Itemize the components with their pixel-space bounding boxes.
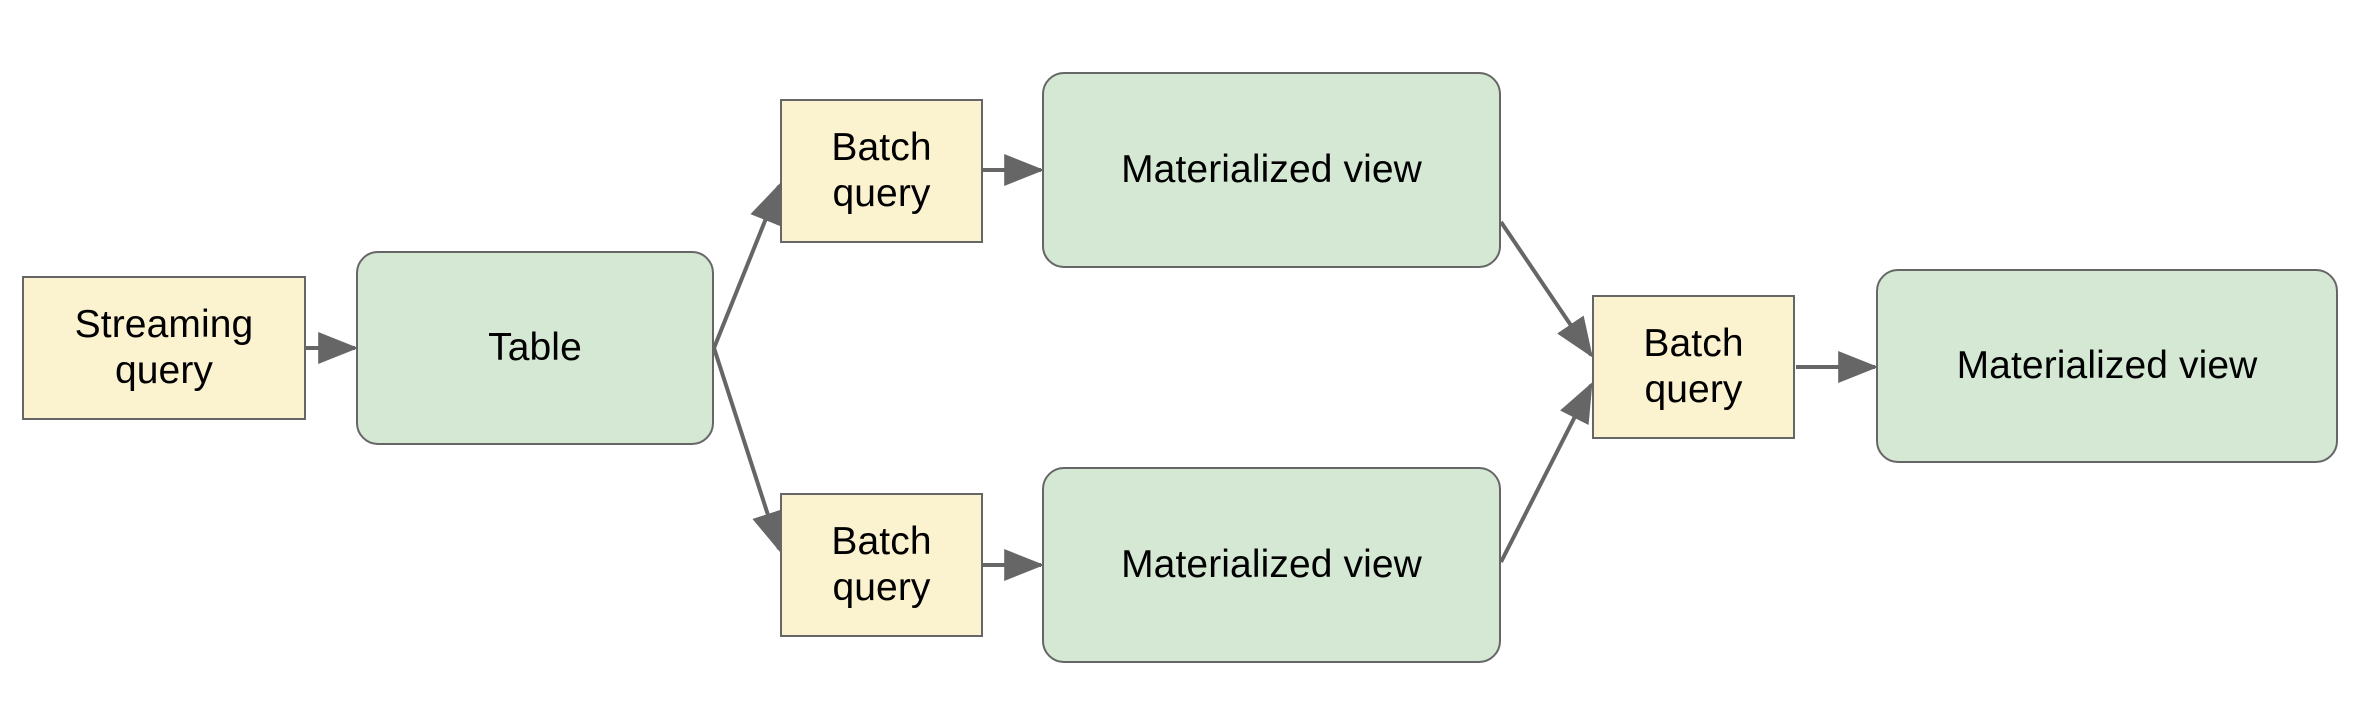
edge-materialized-view-bottom-to-batch-query-merge: [1499, 382, 1593, 563]
node-materialized-view-bottom[interactable]: Materialized view: [1042, 467, 1501, 663]
node-batch-query-merge-label: Batch query: [1643, 321, 1744, 411]
node-materialized-view-top-label: Materialized view: [1121, 147, 1422, 191]
edge-table-to-batch-query-top: [712, 183, 781, 349]
edge-materialized-view-top-to-batch-query-merge: [1499, 220, 1593, 358]
node-batch-query-bottom-label: Batch query: [831, 519, 932, 609]
node-table[interactable]: Table: [356, 251, 714, 445]
node-batch-query-top[interactable]: Batch query: [780, 99, 983, 243]
node-streaming-query[interactable]: Streaming query: [22, 276, 306, 420]
node-batch-query-merge[interactable]: Batch query: [1592, 295, 1795, 439]
node-materialized-view-right-label: Materialized view: [1956, 343, 2258, 387]
node-materialized-view-bottom-label: Materialized view: [1121, 542, 1422, 586]
node-materialized-view-right[interactable]: Materialized view: [1876, 269, 2338, 463]
node-batch-query-top-label: Batch query: [831, 125, 932, 215]
node-table-label: Table: [488, 325, 582, 369]
node-materialized-view-top[interactable]: Materialized view: [1042, 72, 1501, 268]
edge-table-to-batch-query-bottom: [712, 347, 783, 553]
node-batch-query-bottom[interactable]: Batch query: [780, 493, 983, 637]
node-streaming-query-label: Streaming query: [74, 302, 254, 392]
